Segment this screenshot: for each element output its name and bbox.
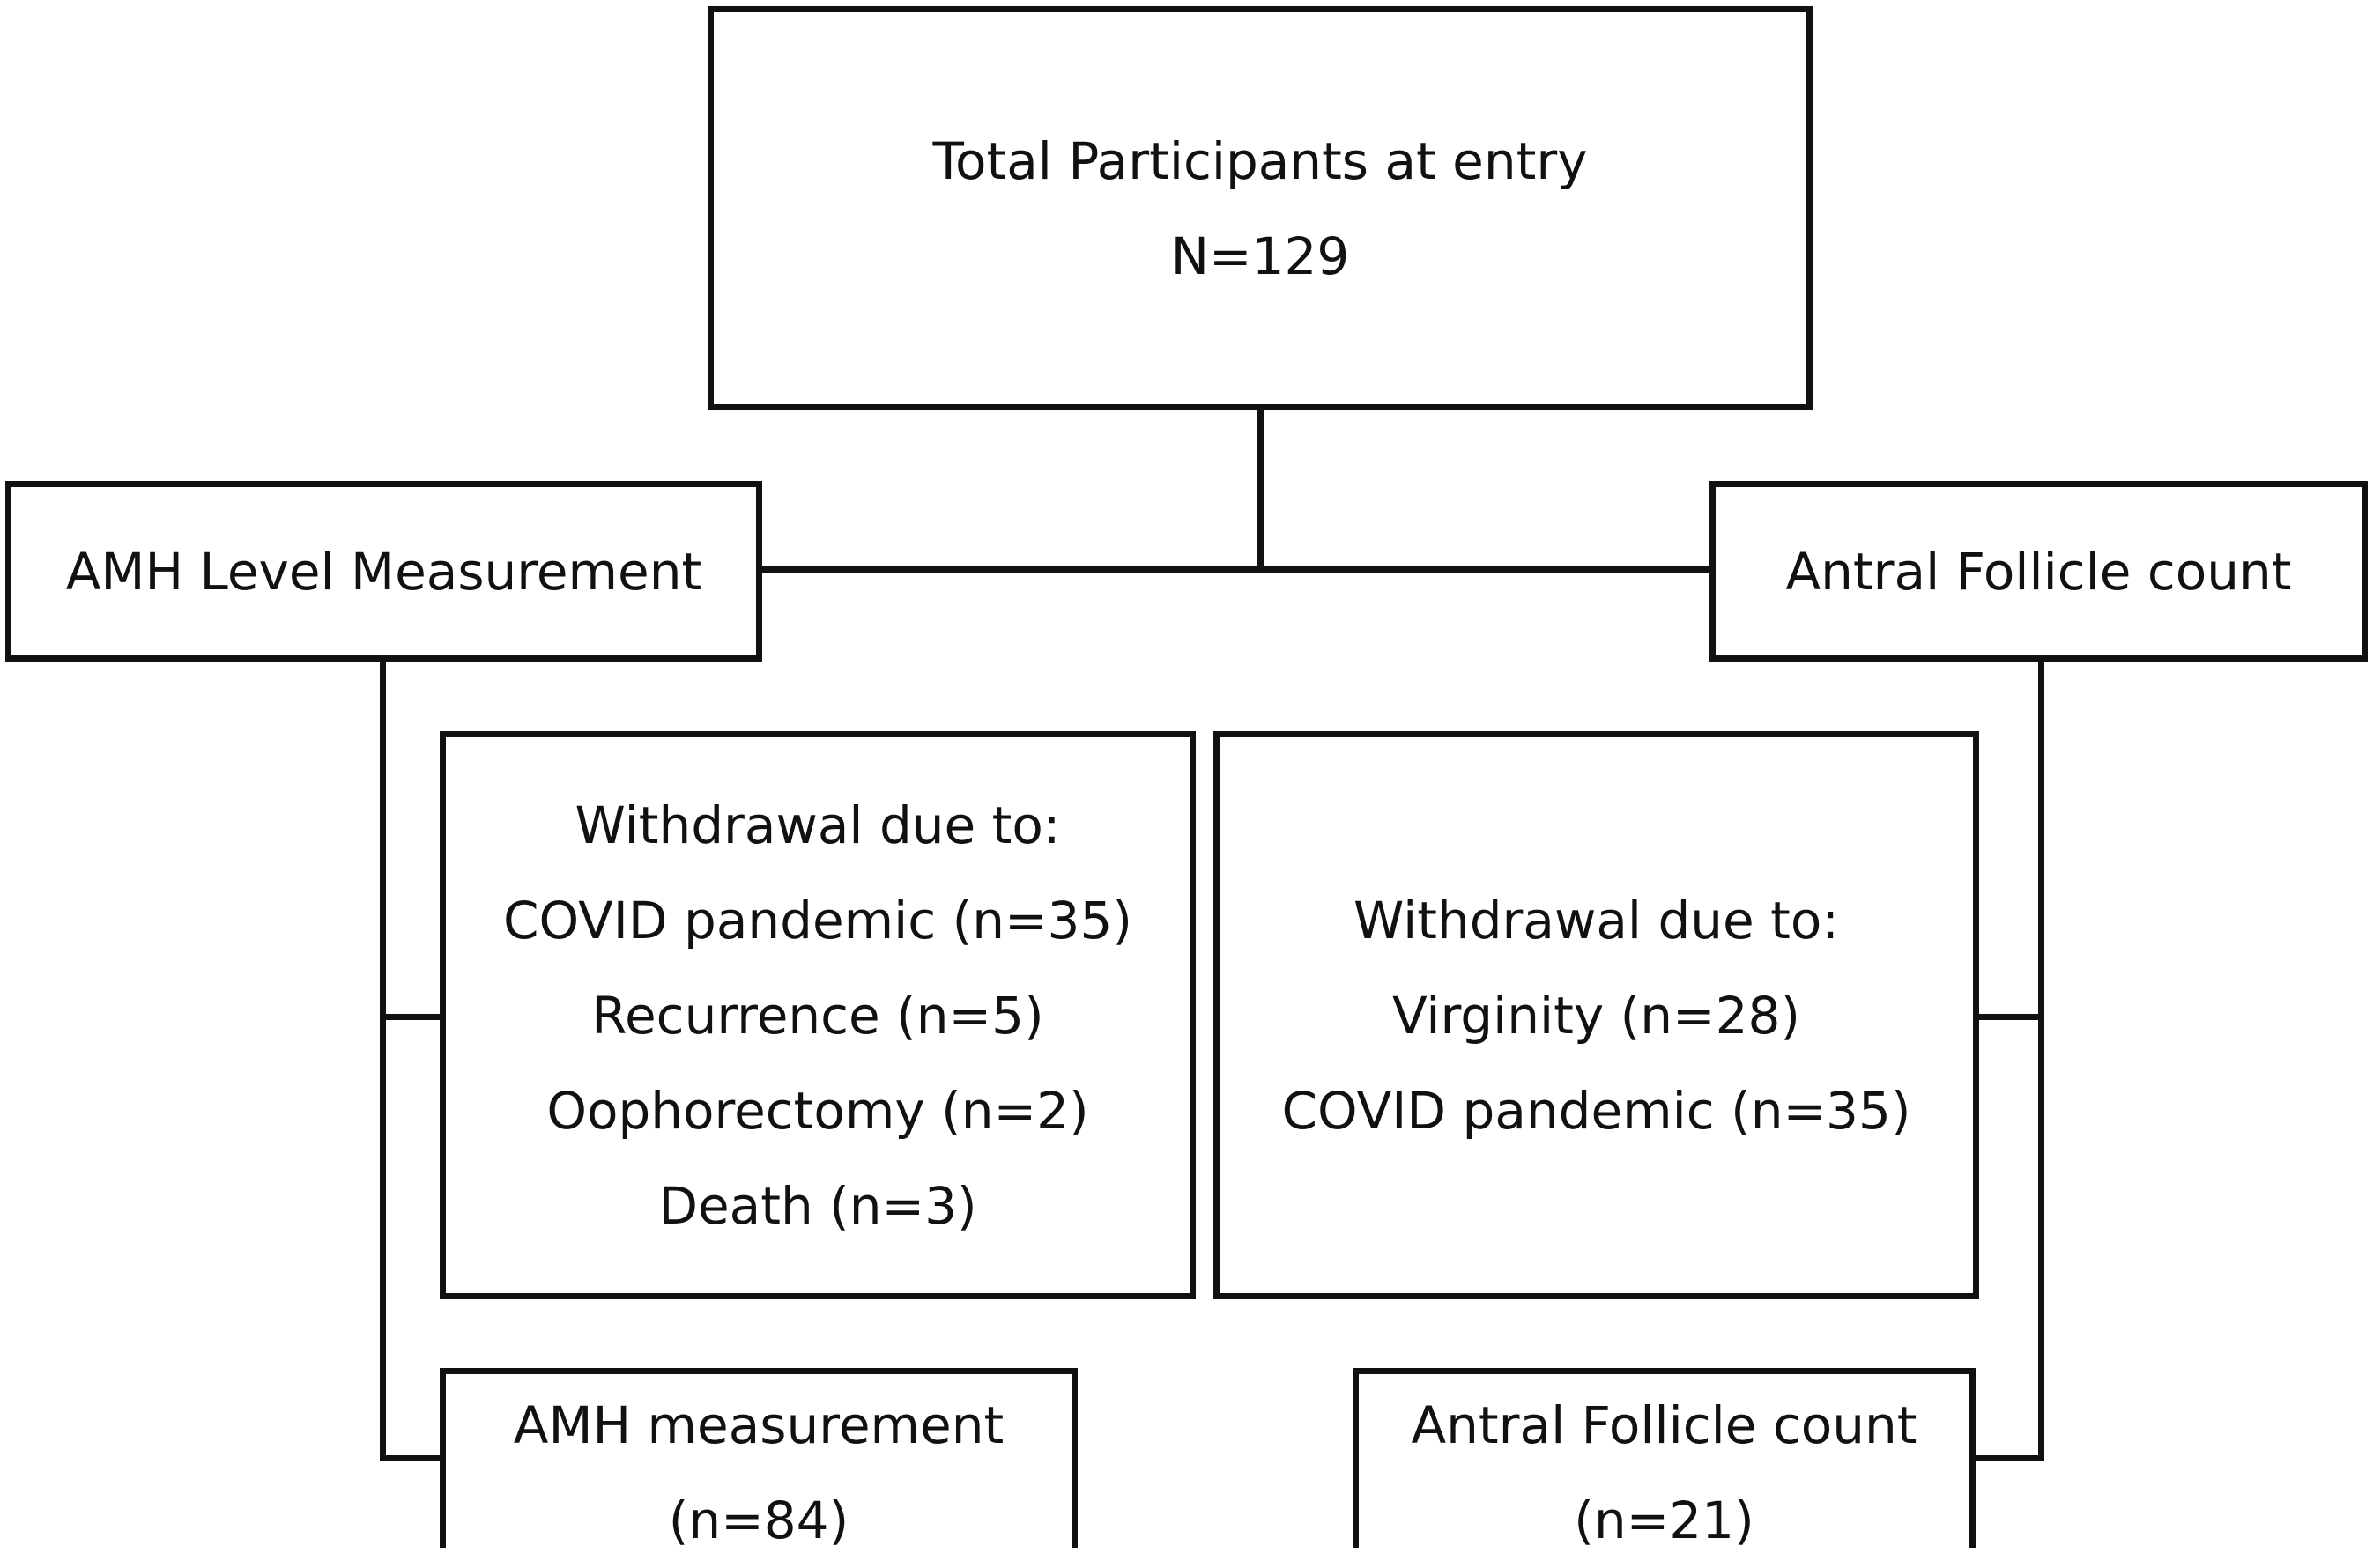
amh-withdrawal-reason: COVID pandemic (n=35) (503, 890, 1132, 950)
amh-withdrawal-reason: Recurrence (n=5) (591, 985, 1044, 1046)
connector-horizontal-main (758, 566, 1716, 573)
afc-result-box: Antral Follicle count (n=21) (1353, 1368, 1976, 1550)
total-participants-box: Total Participants at entry N=129 (708, 6, 1813, 410)
connector-amh-to-result (380, 1455, 443, 1461)
amh-withdrawal-heading: Withdrawal due to: (575, 795, 1061, 855)
amh-withdrawal-reason: Oophorectomy (n=2) (546, 1080, 1089, 1141)
connector-afc-to-withdrawal (1976, 1014, 2044, 1020)
amh-withdrawal-box: Withdrawal due to: COVID pandemic (n=35)… (440, 731, 1196, 1299)
afc-result-count: (n=21) (1574, 1490, 1754, 1550)
afc-withdrawal-heading: Withdrawal due to: (1353, 890, 1839, 950)
connector-total-down (1257, 407, 1264, 570)
total-participants-title: Total Participants at entry (932, 130, 1588, 191)
amh-level-measurement-label: AMH Level Measurement (65, 541, 702, 602)
antral-follicle-count-label: Antral Follicle count (1785, 541, 2292, 602)
antral-follicle-count-box: Antral Follicle count (1709, 481, 2368, 662)
amh-measurement-result-count: (n=84) (668, 1490, 849, 1550)
amh-withdrawal-reason: Death (n=3) (658, 1175, 977, 1236)
total-participants-count: N=129 (1170, 226, 1350, 286)
amh-level-measurement-box: AMH Level Measurement (5, 481, 762, 662)
connector-afc-trunk (2038, 659, 2044, 1461)
connector-afc-to-result (1970, 1455, 2044, 1461)
connector-amh-trunk (380, 659, 386, 1461)
amh-measurement-result-box: AMH measurement (n=84) (440, 1368, 1078, 1550)
afc-withdrawal-box: Withdrawal due to: Virginity (n=28) COVI… (1213, 731, 1979, 1299)
afc-withdrawal-reason: Virginity (n=28) (1391, 985, 1801, 1046)
amh-measurement-result-label: AMH measurement (513, 1395, 1005, 1455)
afc-result-label: Antral Follicle count (1411, 1395, 1917, 1455)
connector-amh-to-withdrawal (380, 1014, 443, 1020)
afc-withdrawal-reason: COVID pandemic (n=35) (1281, 1080, 1911, 1141)
